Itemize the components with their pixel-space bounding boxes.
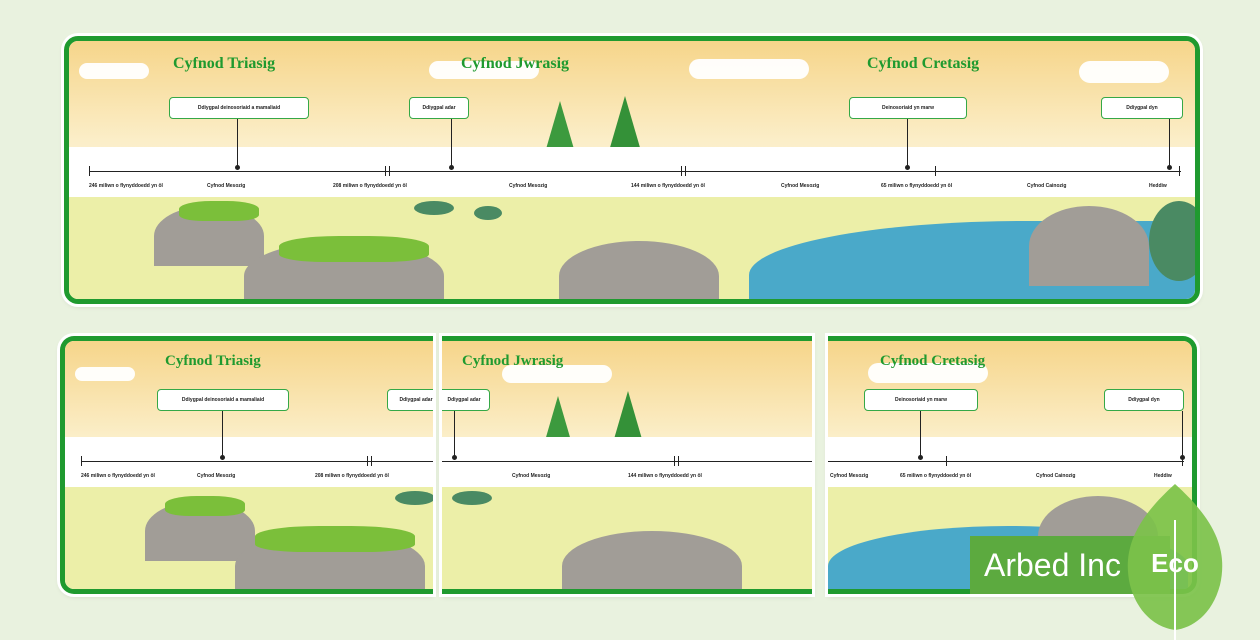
event-box: Ddiygpal adar — [442, 389, 490, 411]
timeline-label: 144 miliwn o flynyddoedd yn ôl — [631, 183, 705, 189]
timeline-label: Cyfnod Mesozig — [781, 183, 820, 189]
timeline-label: 208 miliwn o flynyddoedd yn ôl — [315, 473, 389, 479]
timeline-label: Heddiw — [1149, 183, 1167, 189]
timeline-label: Cyfnod Cainozig — [1036, 473, 1076, 479]
event-box: Ddiygpal dyn — [1104, 389, 1184, 411]
era-title-jurassic: Cyfnod Jwrasig — [461, 55, 570, 72]
era-title-triassic: Cyfnod Triasig — [173, 55, 276, 72]
event-dot — [449, 165, 454, 170]
timeline-panel-triassic: Cyfnod Triasig Ddiygpal deinosoriaid a m… — [60, 336, 433, 594]
timeline-label: 208 miliwn o flynyddoedd yn ôl — [333, 183, 407, 189]
era-title: Cyfnod Triasig — [165, 353, 261, 369]
timeline-label: Cyfnod Mesozig — [830, 473, 869, 479]
timeline-label: Cyfnod Mesozig — [207, 183, 246, 189]
era-title: Cyfnod Cretasig — [880, 353, 986, 369]
timeline-label: 144 miliwn o flynyddoedd yn ôl — [628, 473, 702, 479]
logo-name: Arbed Inc — [984, 546, 1121, 583]
event-dot — [905, 165, 910, 170]
era-title-cretaceous: Cyfnod Cretasig — [867, 55, 980, 72]
event-box-2: Ddiygpal adar — [409, 97, 469, 119]
timeline-label: Cyfnod Mesozig — [197, 473, 236, 479]
event-box-4: Ddiygpal dyn — [1101, 97, 1183, 119]
event-box: Deinosoriaid yn marw — [864, 389, 978, 411]
era-title: Cyfnod Jwrasig — [462, 353, 564, 369]
logo-badge: Eco — [1151, 548, 1199, 578]
event-box: Ddiygpal adar — [387, 389, 433, 411]
event-dot — [1167, 165, 1172, 170]
timeline-label: 65 miliwn o flynyddoedd yn ôl — [881, 183, 953, 189]
leaf-icon: Eco — [1127, 484, 1223, 640]
timeline-label: 65 miliwn o flynyddoedd yn ôl — [900, 473, 972, 479]
timeline-axis — [89, 171, 1181, 172]
brand-logo: Arbed Inc Eco — [970, 484, 1230, 640]
timeline-banner: Cyfnod Triasig Cyfnod Jwrasig Cyfnod Cre… — [64, 36, 1200, 304]
event-dot — [235, 165, 240, 170]
event-box: Ddiygpal deinosoriaid a mamaliaid — [157, 389, 289, 411]
timeline-label: 246 miliwn o flynyddoedd yn ôl — [81, 473, 155, 479]
timeline-label: Cyfnod Mesozig — [509, 183, 548, 189]
event-box-1: Ddiygpal deinosoriaid a mamaliaid — [169, 97, 309, 119]
event-box-3: Deinosoriaid yn marw — [849, 97, 967, 119]
timeline-panel-jurassic: Cyfnod Jwrasig Ddiygpal adar Cyfnod Meso… — [442, 336, 812, 594]
timeline-label: 246 miliwn o flynyddoedd yn ôl — [89, 183, 163, 189]
timeline-label: Heddiw — [1154, 473, 1172, 479]
timeline-band — [69, 147, 1195, 197]
timeline-label: Cyfnod Cainozig — [1027, 183, 1067, 189]
banner-scene — [69, 41, 1195, 299]
timeline-label: Cyfnod Mesozig — [512, 473, 551, 479]
